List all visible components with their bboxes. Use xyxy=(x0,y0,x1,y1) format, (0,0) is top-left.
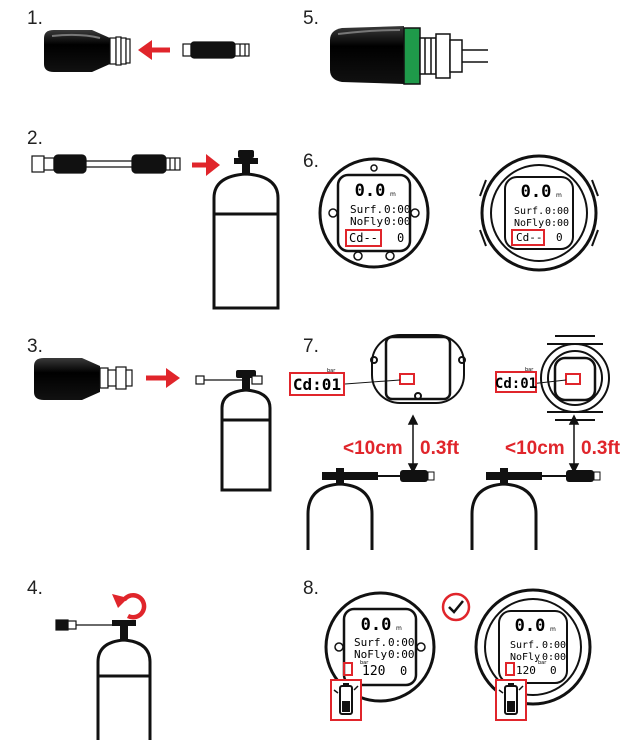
paired-code: Cd:01 xyxy=(293,375,341,394)
step-3-illustration xyxy=(34,358,272,492)
callout-line xyxy=(344,379,401,385)
nofly-time: 0:00 xyxy=(388,648,415,661)
nofly-time: 0:00 xyxy=(384,215,411,228)
distance-imperial: 0.3ft xyxy=(581,438,621,459)
nofly-time: 0:00 xyxy=(545,218,569,229)
distance-metric: <10cm xyxy=(505,438,565,459)
step-8-right-computer xyxy=(474,588,592,706)
surf-label: Surf. xyxy=(514,206,544,217)
code-zero: 0 xyxy=(556,231,563,244)
transmitter-body xyxy=(44,30,131,72)
step-4-illustration xyxy=(55,593,152,740)
hose xyxy=(195,375,263,385)
code-zero: 0 xyxy=(397,231,404,245)
step-7-left-computer xyxy=(370,334,466,404)
step-6-right-computer xyxy=(479,154,599,272)
step-3-number: 3. xyxy=(27,336,43,357)
depth-readout: 0.0 xyxy=(361,615,392,635)
pressure-readout: 120 xyxy=(516,664,536,677)
battery-highlight xyxy=(505,662,515,676)
surf-time: 0:00 xyxy=(545,206,569,217)
nofly-label: NoFly xyxy=(510,652,540,663)
rotate-counterclockwise-icon xyxy=(112,593,147,620)
battery-icon xyxy=(498,683,524,715)
nofly-label: NoFly xyxy=(514,218,544,229)
nofly-label: NoFly xyxy=(354,648,387,661)
depth-unit: m xyxy=(550,626,556,633)
surf-label: Surf. xyxy=(350,203,383,216)
surf-label: Surf. xyxy=(510,640,540,651)
pressure-zero: 0 xyxy=(550,664,557,677)
step-6-number: 6. xyxy=(303,151,319,172)
step-1-number: 1. xyxy=(27,8,43,29)
surf-time: 0:00 xyxy=(542,640,566,651)
tank xyxy=(220,370,272,492)
depth-unit: m xyxy=(396,625,402,632)
depth-readout: 0.0 xyxy=(515,616,546,636)
distance-arrow-left xyxy=(407,414,419,474)
depth-unit: m xyxy=(556,192,562,199)
distance-arrow-right xyxy=(568,414,580,474)
nofly-label: NoFly xyxy=(350,215,383,228)
pressure-zero: 0 xyxy=(400,664,407,678)
battery-icon xyxy=(333,683,359,715)
bar-unit: bar xyxy=(360,660,369,666)
surf-label: Surf. xyxy=(354,636,387,649)
tank xyxy=(96,620,152,740)
step-8-number: 8. xyxy=(303,578,319,599)
bar-unit: bar xyxy=(525,367,534,373)
battery-highlight xyxy=(343,662,353,676)
step-1-illustration xyxy=(44,30,250,72)
depth-readout: 0.0 xyxy=(355,181,386,201)
nofly-time: 0:00 xyxy=(542,652,566,663)
surf-time: 0:00 xyxy=(384,203,411,216)
depth-unit: m xyxy=(390,191,396,198)
paired-code-callout xyxy=(495,371,537,393)
step-2-illustration xyxy=(31,150,280,310)
code-idle: Cd-- xyxy=(349,231,378,245)
paired-code: Cd:01 xyxy=(495,376,537,392)
code-idle: Cd-- xyxy=(516,231,543,244)
step-5-illustration xyxy=(330,26,488,85)
step-7-number: 7. xyxy=(303,336,319,357)
checkmark-circle-icon xyxy=(441,592,471,622)
transmitter-body xyxy=(330,26,488,85)
step-5-number: 5. xyxy=(303,8,319,29)
paired-code-callout xyxy=(289,372,345,396)
step-7-right-tank xyxy=(470,468,601,550)
bar-unit: bar xyxy=(538,660,547,666)
step-7-left-tank xyxy=(306,468,435,550)
hose xyxy=(31,154,181,174)
step-4-number: 4. xyxy=(27,578,43,599)
step-7-right-computer xyxy=(540,335,610,421)
transmitter-body xyxy=(34,358,133,400)
code-highlight xyxy=(565,373,581,385)
code-highlight xyxy=(399,373,415,385)
hose xyxy=(55,619,112,631)
code-highlight xyxy=(511,229,545,246)
code-highlight xyxy=(345,229,382,247)
bar-unit: bar xyxy=(327,368,336,374)
surf-time: 0:00 xyxy=(388,636,415,649)
tank xyxy=(212,150,280,310)
step-2-number: 2. xyxy=(27,128,43,149)
distance-imperial: 0.3ft xyxy=(420,438,460,459)
pressure-readout: 120 xyxy=(362,664,385,679)
hose-adapter xyxy=(182,41,250,59)
depth-readout: 0.0 xyxy=(521,182,552,202)
distance-metric: <10cm xyxy=(343,438,403,459)
